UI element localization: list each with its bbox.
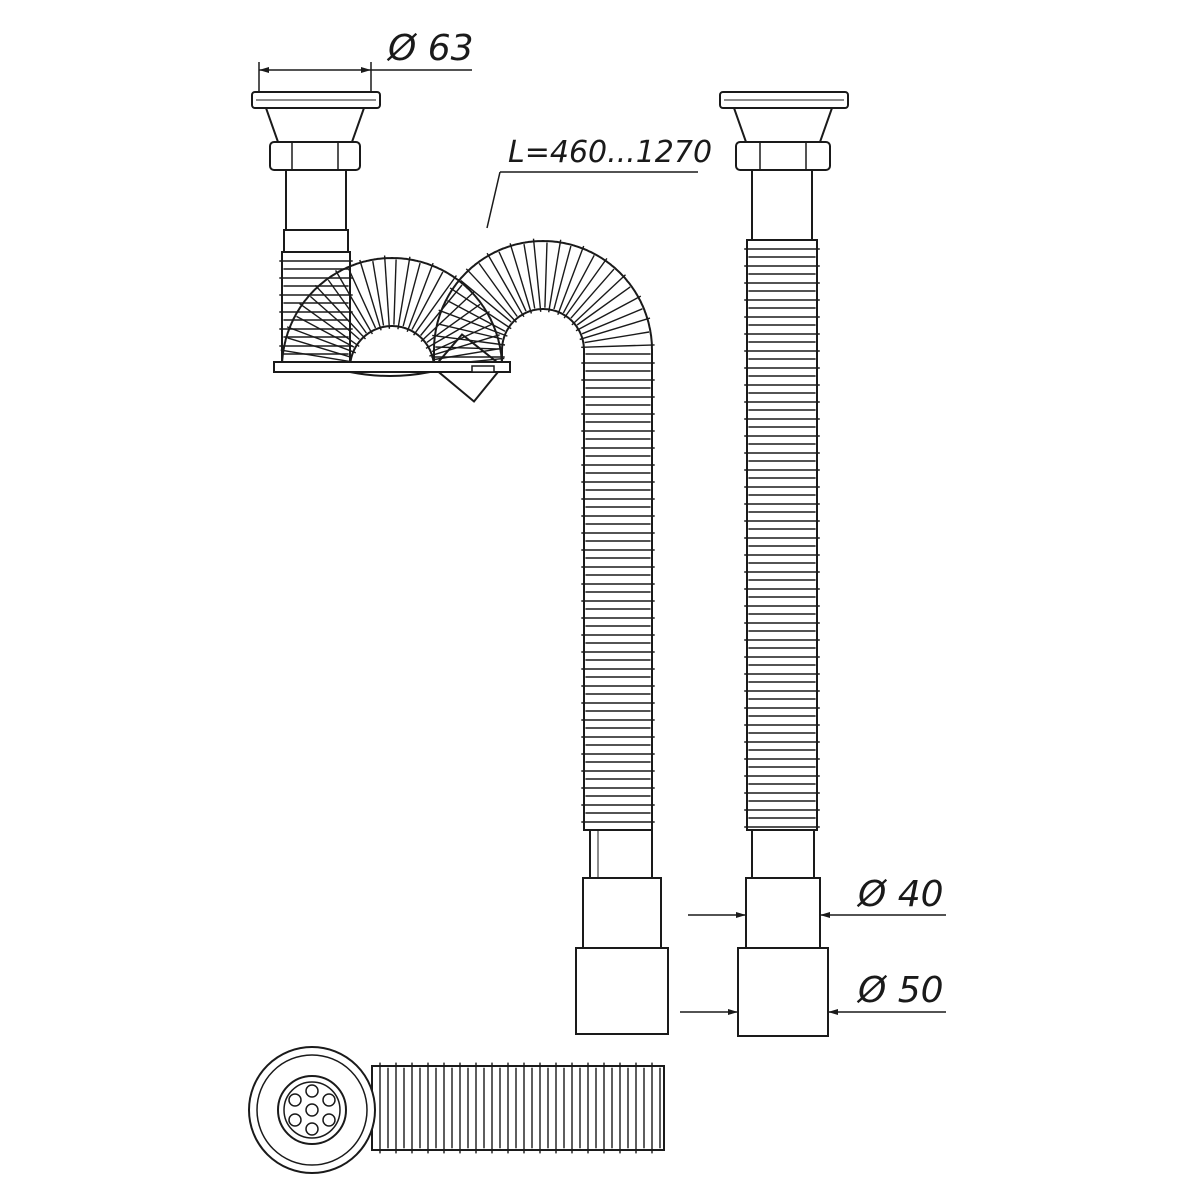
s-trap-hose-rib <box>432 334 506 346</box>
s-trap-hose-rib <box>347 268 377 329</box>
pipe-ring-left <box>283 229 349 253</box>
s-trap-hose-rib <box>327 279 367 334</box>
nut-left <box>269 141 361 171</box>
straight-hose-view <box>719 91 849 241</box>
s-trap-hose-rib <box>486 252 525 318</box>
s-trap-hose-rib <box>478 262 518 317</box>
s-trap-hose-rib <box>402 262 421 327</box>
outlet-collar-left <box>264 107 366 143</box>
s-trap-hose-rib <box>299 303 360 347</box>
s-trap-hose-rib <box>498 251 527 312</box>
straight-hose-end <box>737 829 829 1037</box>
outlet-collar-right <box>732 107 834 143</box>
s-trap-hose-rib <box>280 349 354 363</box>
outlet-pipe-left <box>285 169 347 231</box>
s-trap-hose-rib <box>438 323 503 340</box>
s-trap-hose-rib <box>579 317 651 341</box>
s-trap-hose-rib <box>286 326 357 354</box>
s-trap-hose-rib <box>429 334 500 357</box>
strainer-holes <box>288 1084 336 1136</box>
s-trap-hose-rib <box>413 275 457 336</box>
s-trap-hose-rib <box>393 259 397 325</box>
s-trap-hose-rib <box>584 331 650 344</box>
s-trap-hose-rib <box>420 290 476 343</box>
s-trap-hose-rib <box>523 243 536 309</box>
s-trap-hose-rib <box>571 274 626 326</box>
s-trap-hose-rib <box>438 309 508 337</box>
outlet-pipe-right <box>751 169 813 241</box>
s-trap-hose-rib <box>563 257 608 319</box>
pipe-diameter-label: Ø 40 <box>856 874 944 915</box>
outlet-diameter-label: Ø 63 <box>386 28 474 69</box>
s-trap-hose-rib <box>287 337 351 358</box>
s-trap-hose-rib <box>575 295 642 332</box>
s-trap-hose-rib <box>411 271 444 330</box>
s-trap-hose-rib <box>557 245 585 315</box>
top-plan-view <box>248 1046 665 1174</box>
s-trap-corrugated-hose <box>279 238 655 831</box>
s-trap-hose-rib <box>406 262 434 333</box>
s-trap-outlet-end <box>575 829 669 1035</box>
pipe-end-diameter-label: Ø 50 <box>856 970 944 1011</box>
s-trap-hose-rib <box>383 255 391 329</box>
hose-length-label: L=460...1270 <box>508 135 712 170</box>
s-trap-hose-rib <box>296 315 355 348</box>
s-trap-hose-rib <box>465 268 518 323</box>
s-trap-hose-rib <box>544 242 548 308</box>
s-trap-hose-rib <box>570 268 615 319</box>
s-trap-hose-rib <box>435 346 501 350</box>
s-trap-hose-rib <box>447 299 506 332</box>
hose-holder-bracket <box>273 361 511 377</box>
s-trap-hose-rib <box>397 256 411 330</box>
s-trap-hose-rib <box>314 284 367 340</box>
s-trap-hose-rib <box>420 284 463 336</box>
s-trap-hose-rib <box>576 286 631 326</box>
s-trap-hose-rib <box>460 280 512 323</box>
s-trap-hose-rib <box>509 243 533 314</box>
s-trap-hose-rib <box>532 238 542 312</box>
plan-hose-outline <box>371 1065 665 1151</box>
s-trap-hose-rib <box>309 295 360 340</box>
s-trap-hose-rib <box>434 348 500 361</box>
s-trap-hose-rib <box>581 308 643 335</box>
s-trap-hose-rib <box>553 245 572 310</box>
s-trap-hose-rib <box>359 259 382 331</box>
s-trap-hose-rib <box>334 270 374 335</box>
s-trap-view <box>251 91 381 253</box>
straight-corrugated-hose <box>744 239 820 831</box>
plan-corrugated-hose <box>371 1062 665 1154</box>
s-trap-hose-rib <box>581 344 655 348</box>
s-trap-hose-rib <box>562 254 595 314</box>
s-trap-hose-rib <box>372 260 385 326</box>
dimension-lines <box>258 62 946 1015</box>
nut-right <box>735 141 831 171</box>
s-trap-hose-rib <box>449 287 512 330</box>
s-trap-hose-rib <box>548 239 562 313</box>
